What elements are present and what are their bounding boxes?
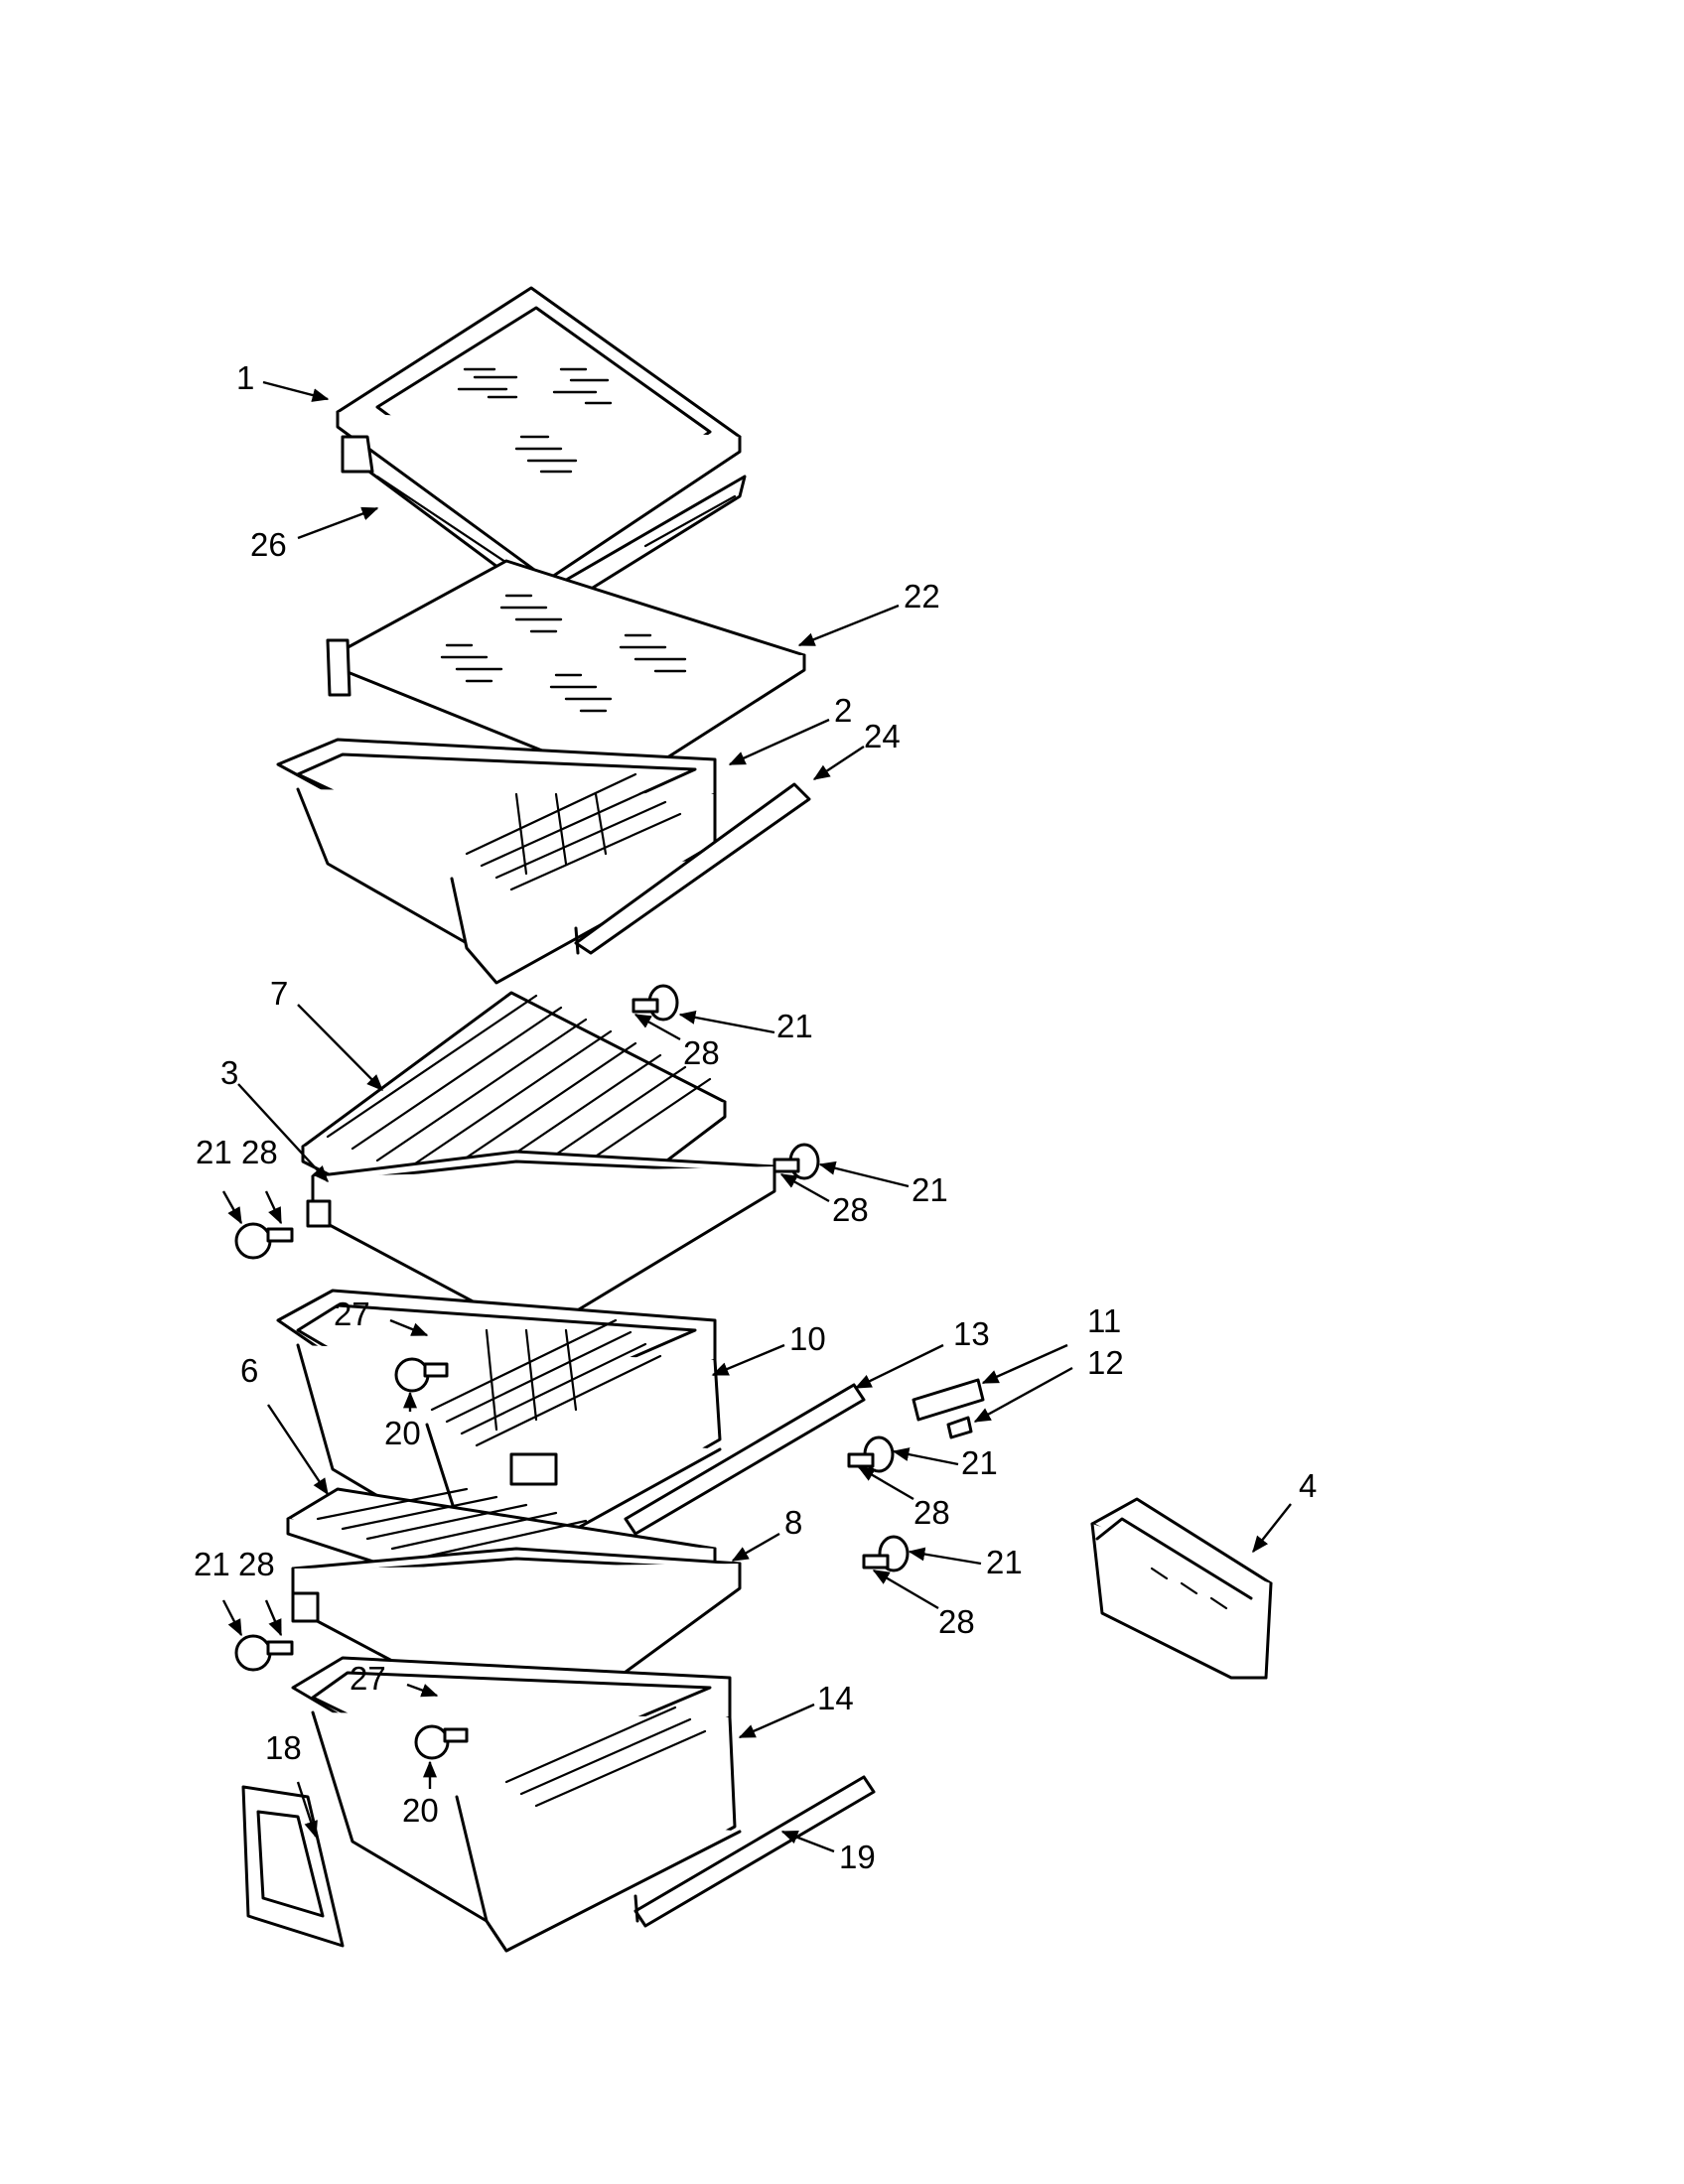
part-11-shield <box>912 1378 985 1422</box>
callout-28-a: 28 <box>683 1034 720 1071</box>
part-13-drawer-trim <box>624 1383 866 1536</box>
callout-24: 24 <box>864 718 901 754</box>
callout-21-c: 21 <box>912 1171 948 1208</box>
part-1-glass-shelf <box>336 286 742 583</box>
callout-21-f: 21 <box>986 1544 1023 1580</box>
callout-26: 26 <box>250 526 287 563</box>
part-14-crisper-drawer <box>291 1656 742 1953</box>
callout-12: 12 <box>1087 1344 1124 1381</box>
callout-10: 10 <box>789 1320 826 1357</box>
callout-21-e: 21 <box>194 1546 230 1582</box>
callout-20-a: 20 <box>384 1415 421 1451</box>
part-18-label-holder <box>241 1785 345 1948</box>
callout-28-c: 28 <box>832 1191 869 1228</box>
callout-8: 8 <box>784 1504 802 1541</box>
part-24-drawer-trim <box>574 782 811 955</box>
callout-28-d: 28 <box>913 1494 950 1531</box>
callout-leaders <box>221 380 1292 1853</box>
callout-28-b: 28 <box>241 1134 278 1170</box>
callout-20-b: 20 <box>402 1792 439 1829</box>
callout-28-f: 28 <box>938 1603 975 1640</box>
part-8-cover-frame <box>291 1547 742 1739</box>
callout-27-b: 27 <box>350 1660 386 1697</box>
callout-2: 2 <box>834 692 852 729</box>
callout-4: 4 <box>1299 1467 1317 1504</box>
callout-21-b: 21 <box>196 1134 232 1170</box>
part-3-cover-frame <box>306 1150 776 1337</box>
callout-22: 22 <box>904 578 940 614</box>
part-19-drawer-trim <box>633 1775 876 1928</box>
callout-18: 18 <box>265 1729 302 1766</box>
callout-labels: 1 26 22 2 24 7 21 28 3 21 28 28 21 27 10… <box>194 359 1317 1875</box>
callout-13: 13 <box>953 1315 990 1352</box>
callout-3: 3 <box>220 1054 238 1091</box>
callout-27-a: 27 <box>334 1296 370 1332</box>
part-12-clip <box>946 1416 973 1439</box>
callout-7: 7 <box>270 975 288 1012</box>
part-2-crisper-drawer <box>276 738 722 985</box>
callout-19: 19 <box>839 1839 876 1875</box>
callout-6: 6 <box>240 1352 258 1389</box>
roller-hardware <box>234 984 910 1760</box>
callout-1: 1 <box>236 359 254 396</box>
callout-21-a: 21 <box>776 1008 813 1044</box>
callout-28-e: 28 <box>238 1546 275 1582</box>
callout-21-d: 21 <box>961 1444 998 1481</box>
part-4-door-bin <box>1090 1497 1273 1680</box>
callout-14: 14 <box>817 1680 854 1716</box>
callout-11: 11 <box>1087 1302 1121 1339</box>
